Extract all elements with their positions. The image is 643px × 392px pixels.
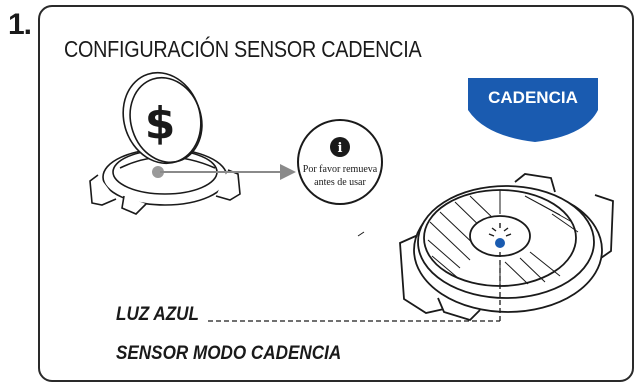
badge-label: CADENCIA xyxy=(488,88,578,107)
led-label: LUZ AZUL xyxy=(116,304,199,325)
cadence-sensor xyxy=(399,173,614,322)
cadencia-badge: CADENCIA xyxy=(468,78,598,142)
svg-text:i: i xyxy=(338,141,343,156)
notice-line1: Por favor remueva xyxy=(303,164,378,175)
sensor-with-battery: $ xyxy=(89,71,241,215)
notice-line2: antes de usar xyxy=(314,177,366,188)
blue-led-icon xyxy=(495,238,505,248)
arrow-icon xyxy=(160,164,296,180)
info-icon xyxy=(330,137,350,157)
dollar-icon: $ xyxy=(145,98,176,149)
mode-label: SENSOR MODO CADENCIA xyxy=(116,343,342,364)
notice-circle: i Por favor remueva antes de usar xyxy=(297,119,383,205)
page-title: CONFIGURACIÓN SENSOR CADENCIA xyxy=(64,36,422,62)
leader-line xyxy=(208,252,501,322)
step-number: 1. xyxy=(8,8,32,41)
